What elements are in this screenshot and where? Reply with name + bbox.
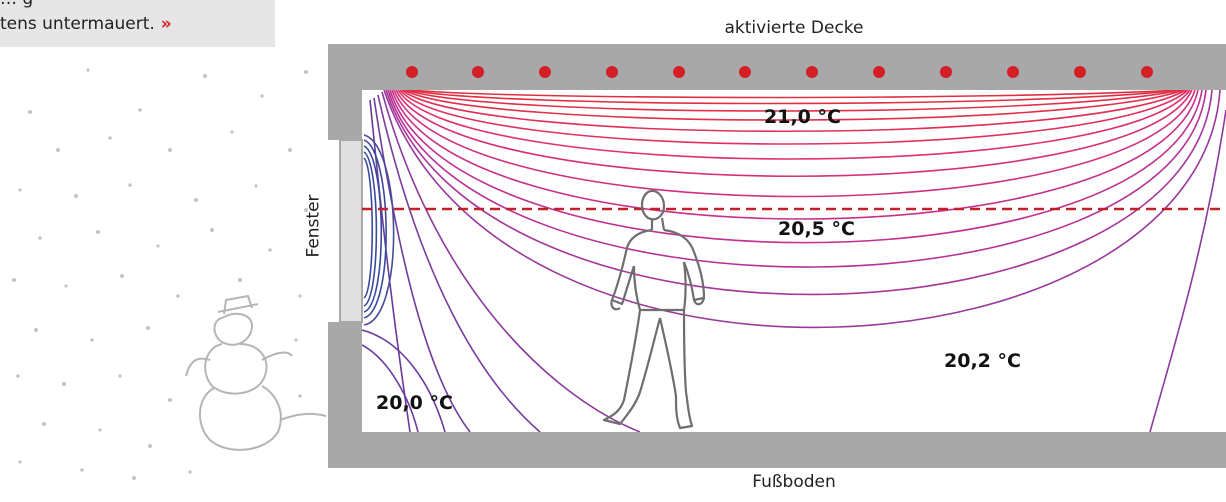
isotherm-line bbox=[397, 90, 1191, 160]
teaser-text-line2: tens untermauert.» bbox=[0, 14, 172, 34]
heating-dot bbox=[406, 66, 418, 78]
heating-dot bbox=[606, 66, 618, 78]
heating-dot bbox=[673, 66, 685, 78]
room-walls bbox=[328, 44, 1226, 468]
floor-label: Fußboden bbox=[752, 472, 836, 492]
ceiling-label: aktivierte Decke bbox=[724, 18, 864, 38]
isotherm-line bbox=[393, 90, 1196, 198]
heating-dot bbox=[1141, 66, 1153, 78]
isotherm-line bbox=[405, 90, 1183, 112]
cold-isotherm-line bbox=[363, 145, 383, 313]
isotherm-line bbox=[383, 90, 1221, 329]
read-more-link[interactable]: » bbox=[160, 14, 172, 34]
isotherm-line bbox=[369, 99, 411, 432]
isotherm-line bbox=[389, 90, 1203, 244]
isotherm-line bbox=[387, 90, 1207, 268]
isotherm-lines bbox=[362, 90, 1226, 432]
isotherm-line bbox=[362, 329, 446, 432]
heating-dot bbox=[739, 66, 751, 78]
floor-wall bbox=[328, 432, 1226, 468]
person-sketch bbox=[602, 189, 706, 430]
isotherm-line bbox=[362, 344, 419, 432]
heating-dot bbox=[1007, 66, 1019, 78]
isotherm-line bbox=[407, 90, 1181, 105]
isotherm-line bbox=[395, 90, 1193, 177]
cold-isotherm-line bbox=[363, 139, 387, 319]
teaser-text: tens untermauert. bbox=[0, 14, 155, 34]
cold-isotherm-line bbox=[363, 151, 378, 307]
ceiling-heating-dots bbox=[406, 66, 1153, 78]
heating-dot bbox=[940, 66, 952, 78]
isotherm-line bbox=[391, 90, 1199, 220]
isotherm-line bbox=[409, 90, 1181, 99]
teaser-box: … g tens untermauert.» bbox=[0, 0, 275, 47]
isotherm-line bbox=[403, 90, 1185, 121]
left-wall-lower bbox=[328, 322, 362, 468]
heating-dot bbox=[539, 66, 551, 78]
window-label: Fenster bbox=[303, 194, 324, 258]
isotherm-line bbox=[377, 94, 541, 432]
heating-dot bbox=[873, 66, 885, 78]
teaser-text-line1: … g bbox=[0, 0, 33, 9]
heating-dot bbox=[806, 66, 818, 78]
isotherm-line bbox=[381, 91, 641, 432]
temperature-label-202: 20,2 °C bbox=[944, 350, 1021, 372]
snowman-sketch bbox=[185, 294, 327, 451]
isotherm-line bbox=[399, 90, 1189, 145]
isotherm-line bbox=[401, 90, 1187, 133]
temperature-label-205: 20,5 °C bbox=[778, 218, 855, 240]
cold-isotherm-line bbox=[363, 134, 395, 326]
heating-dot bbox=[472, 66, 484, 78]
temperature-label-200: 20,0 °C bbox=[376, 392, 453, 414]
cold-isotherm-line bbox=[363, 157, 374, 299]
isotherm-line bbox=[1149, 109, 1226, 432]
ceiling-wall bbox=[328, 44, 1226, 90]
window bbox=[339, 139, 363, 323]
isotherm-line bbox=[385, 90, 1213, 296]
left-wall-upper bbox=[328, 44, 362, 140]
snowflakes bbox=[12, 68, 308, 480]
temperature-label-210: 21,0 °C bbox=[764, 106, 841, 128]
heating-dot bbox=[1074, 66, 1086, 78]
